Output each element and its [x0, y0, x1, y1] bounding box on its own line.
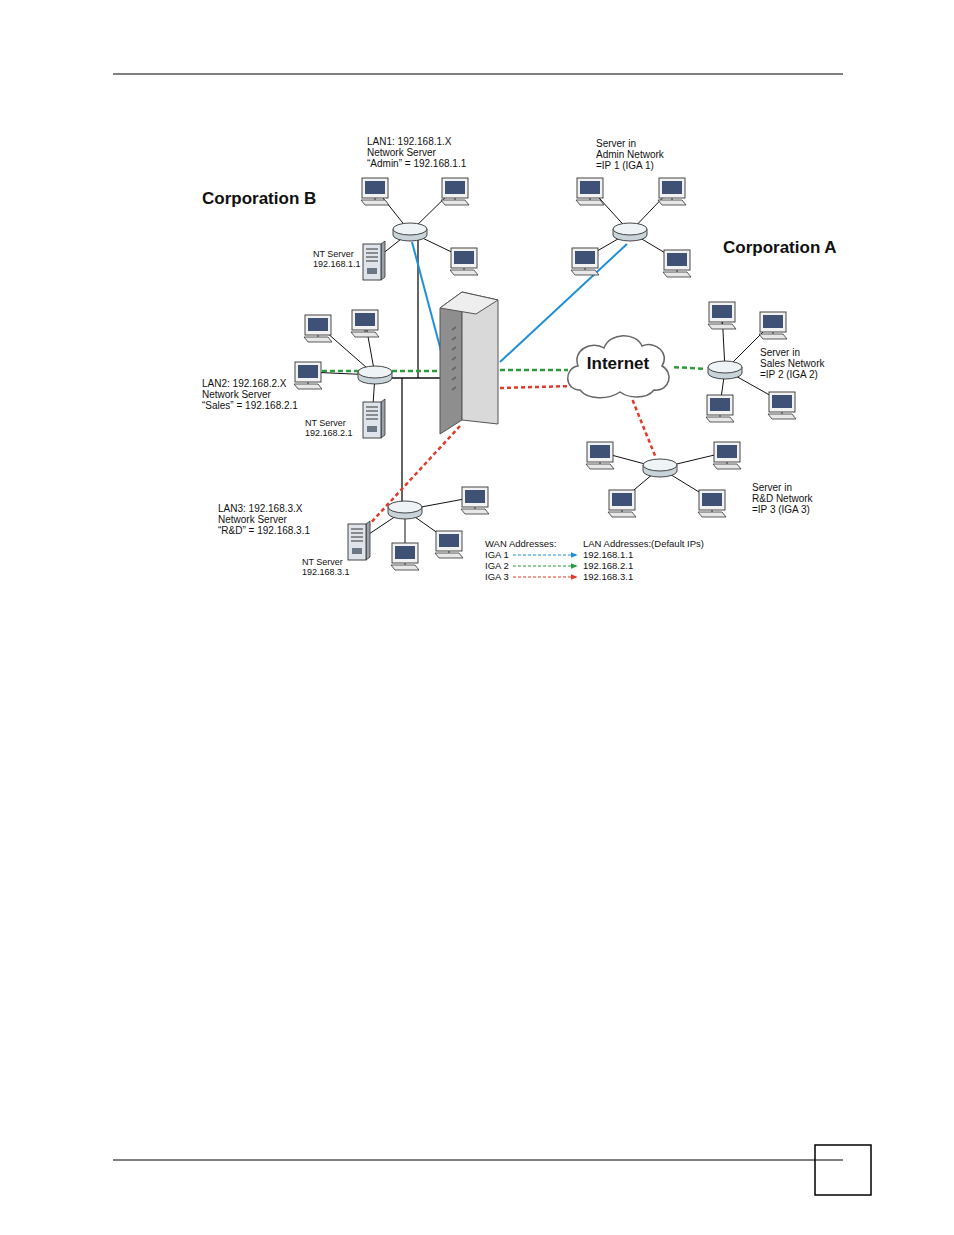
computer-icon: [759, 312, 787, 339]
address-table-cell: IGA 1: [485, 549, 509, 560]
address-table-cell: 192.168.3.1: [583, 571, 633, 582]
network-hub: Server in R&D Network =IP 3 (IGA 3): [641, 458, 679, 478]
iga2-link: [392, 370, 440, 373]
cloud-path: [568, 336, 669, 398]
iga3-arrow: [513, 576, 577, 577]
wan-link: [633, 400, 656, 458]
computer-icon: [658, 178, 686, 205]
server-label: NT Server 192.168.3.1: [302, 557, 343, 577]
computer-icon: [576, 178, 604, 205]
network-label: Server in Sales Network =IP 2 (IGA 2): [760, 347, 825, 380]
hub-body: [388, 507, 422, 519]
network-hub: LAN2: 192.168.2.X Network Server “Sales”…: [356, 365, 394, 385]
network-label: LAN1: 192.168.1.X Network Server “Admin”…: [367, 136, 467, 169]
hub-top: [643, 459, 677, 471]
router-leds: [452, 327, 456, 390]
computer-icon: [663, 250, 691, 277]
computer-icon: [608, 490, 636, 517]
computer-icon: [441, 178, 469, 205]
address-table-cell: WAN Addresses:: [485, 538, 556, 549]
iga1-link: [412, 242, 444, 362]
computer-icon: [391, 543, 419, 570]
router-device: [440, 292, 498, 434]
computer-icon: [706, 395, 734, 422]
iga2-link: [500, 369, 568, 372]
hub-body: [393, 229, 427, 241]
router-top: [440, 292, 498, 314]
iga2-link: [322, 370, 360, 373]
internet-cloud: Internet: [562, 328, 674, 400]
hub-body: [643, 465, 677, 477]
router-side: [440, 292, 462, 434]
wan-link: [674, 367, 706, 369]
network-hub: Server in Admin Network =IP 1 (IGA 1): [611, 222, 649, 242]
computer-icon: [435, 531, 463, 558]
computer-icon: [461, 487, 489, 514]
network-label: LAN3: 192.168.3.X Network Server “R&D” =…: [218, 503, 310, 536]
address-table-cell: 192.168.2.1: [583, 560, 633, 571]
hub-body: [358, 372, 392, 384]
header-rule: [113, 74, 843, 75]
hub-symbol: [356, 365, 394, 385]
hub-symbol: [641, 458, 679, 478]
iga3-link: [500, 386, 572, 388]
server-tower: [363, 241, 385, 280]
computers: [294, 178, 796, 570]
network-label: LAN2: 192.168.2.X Network Server “Sales”…: [202, 378, 298, 411]
computer-icon: [361, 178, 389, 205]
cloud-outline: [562, 328, 674, 400]
server-label: NT Server 192.168.2.1: [305, 418, 346, 438]
address-table-cell: LAN Addresses:(Default IPs): [583, 538, 704, 549]
computer-icon: [450, 248, 478, 275]
hub-body: [708, 367, 742, 379]
cloud-label: Internet: [587, 354, 649, 374]
computer-icon: [351, 310, 379, 337]
bus-line: [401, 378, 402, 503]
server-label: NT Server 192.168.1.1: [313, 249, 354, 269]
computer-icon: [698, 490, 726, 517]
hub-top: [358, 366, 392, 378]
network-label: Server in R&D Network =IP 3 (IGA 3): [752, 482, 813, 515]
computer-icon: [708, 302, 736, 329]
iga3-link: [366, 426, 460, 528]
corporation-title: Corporation A: [723, 238, 837, 258]
hub-symbol: [391, 222, 429, 242]
address-table-cell: IGA 3: [485, 571, 509, 582]
footer-rule: [113, 1160, 843, 1161]
address-table-cell: IGA 2: [485, 560, 509, 571]
hub-top: [388, 501, 422, 513]
network-hub: LAN3: 192.168.3.X Network Server “R&D” =…: [386, 500, 424, 520]
network-hub: LAN1: 192.168.1.X Network Server “Admin”…: [391, 222, 429, 242]
bus-line: [392, 377, 442, 378]
iga1-link: [500, 244, 627, 362]
computer-icon: [571, 248, 599, 275]
server-tower: [348, 521, 370, 560]
computer-icon: [586, 442, 614, 469]
computer-icon: [294, 362, 322, 389]
hub-body: [613, 229, 647, 241]
network-hub: Server in Sales Network =IP 2 (IGA 2): [706, 360, 744, 380]
hub-symbol: [611, 222, 649, 242]
iga1-arrow: [513, 554, 577, 555]
computer-icon: [768, 392, 796, 419]
network-label: Server in Admin Network =IP 1 (IGA 1): [596, 138, 664, 171]
page-number-box: [815, 1145, 871, 1195]
address-table-cell: 192.168.1.1: [583, 549, 633, 560]
hub-top: [708, 361, 742, 373]
hub-symbol: [706, 360, 744, 380]
hub-top: [393, 223, 427, 235]
corporation-title: Corporation B: [202, 189, 316, 209]
hub-symbol: [386, 500, 424, 520]
computer-icon: [713, 442, 741, 469]
server-tower: [363, 399, 385, 438]
computer-icon: [304, 315, 332, 342]
address-arrows: [513, 555, 577, 577]
wires: [322, 240, 627, 528]
hub-top: [613, 223, 647, 235]
iga2-arrow: [513, 565, 577, 566]
